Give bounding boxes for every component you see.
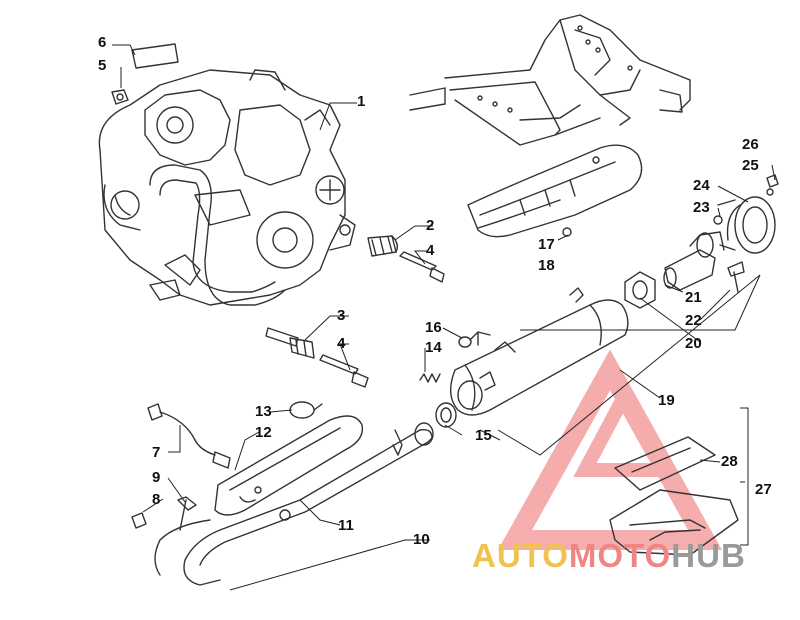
part-12-heat-shield bbox=[214, 415, 364, 516]
callout-22: 22 bbox=[685, 312, 702, 329]
part-19-muffler bbox=[450, 287, 629, 416]
engine-assembly bbox=[98, 69, 356, 306]
callout-14: 14 bbox=[425, 339, 442, 356]
callout-28: 28 bbox=[721, 453, 738, 470]
part-3-stud-lower bbox=[265, 327, 315, 359]
part-14-spring bbox=[419, 373, 441, 383]
part-6-decal bbox=[131, 43, 179, 69]
part-15-gasket bbox=[435, 402, 457, 428]
callout-17: 17 bbox=[538, 236, 555, 253]
part-4-bolt-upper bbox=[399, 251, 445, 283]
callout-8: 8 bbox=[152, 491, 161, 508]
part-7-oxygen-sensor bbox=[147, 403, 231, 469]
part-9-stud bbox=[177, 496, 197, 531]
part-25-26-fasteners bbox=[766, 174, 779, 196]
callout-24: 24 bbox=[693, 177, 710, 194]
part-28-decal bbox=[614, 436, 716, 491]
callout-1: 1 bbox=[357, 93, 366, 110]
callout-21: 21 bbox=[685, 289, 702, 306]
callout-27: 27 bbox=[755, 481, 772, 498]
part-2-stud-upper bbox=[367, 235, 399, 257]
callout-6: 6 bbox=[98, 34, 107, 51]
callout-3: 3 bbox=[337, 307, 346, 324]
part-4-bolt-lower bbox=[319, 354, 369, 388]
callout-16: 16 bbox=[425, 319, 442, 336]
part-5-nut bbox=[111, 89, 129, 105]
part-11-exhaust-pipe bbox=[154, 422, 434, 586]
callout-2: 2 bbox=[426, 217, 435, 234]
callout-13: 13 bbox=[255, 403, 272, 420]
part-20-gasket bbox=[624, 271, 656, 309]
callout-20: 20 bbox=[685, 335, 702, 352]
exhaust-header-pipe bbox=[149, 164, 286, 306]
callout-7: 7 bbox=[152, 444, 161, 461]
part-16-fastener bbox=[458, 336, 472, 348]
callout-4-upper: 4 bbox=[426, 242, 435, 259]
part-22-bolt bbox=[727, 261, 745, 293]
watermark-hub: HUB bbox=[671, 537, 746, 574]
callout-15: 15 bbox=[475, 427, 492, 444]
callout-26: 26 bbox=[742, 136, 759, 153]
callout-23: 23 bbox=[693, 199, 710, 216]
callout-18: 18 bbox=[538, 257, 555, 274]
callout-4-lower: 4 bbox=[337, 335, 346, 352]
callout-12: 12 bbox=[255, 424, 272, 441]
watermark-logo-text: AUTOMOTOHUB bbox=[472, 537, 746, 575]
callout-9: 9 bbox=[152, 469, 161, 486]
part-17-heat-shield bbox=[467, 144, 643, 238]
callout-5: 5 bbox=[98, 57, 107, 74]
part-27-skid-plate bbox=[609, 489, 739, 556]
watermark-auto: AUTO bbox=[472, 537, 569, 574]
part-23-screw bbox=[713, 215, 723, 225]
part-8-nut bbox=[131, 512, 147, 529]
callout-11: 11 bbox=[338, 517, 354, 534]
leader-lines bbox=[112, 44, 776, 591]
part-24-end-cap bbox=[717, 196, 776, 254]
frame-chassis bbox=[409, 14, 691, 146]
watermark-moto: MOTO bbox=[568, 537, 672, 574]
callout-19: 19 bbox=[658, 392, 675, 409]
callout-25: 25 bbox=[742, 157, 759, 174]
callout-10: 10 bbox=[413, 531, 430, 548]
part-13-clamp bbox=[289, 401, 323, 419]
part-21-spark-arrester bbox=[663, 231, 725, 291]
watermark-logo-triangle bbox=[497, 349, 723, 550]
